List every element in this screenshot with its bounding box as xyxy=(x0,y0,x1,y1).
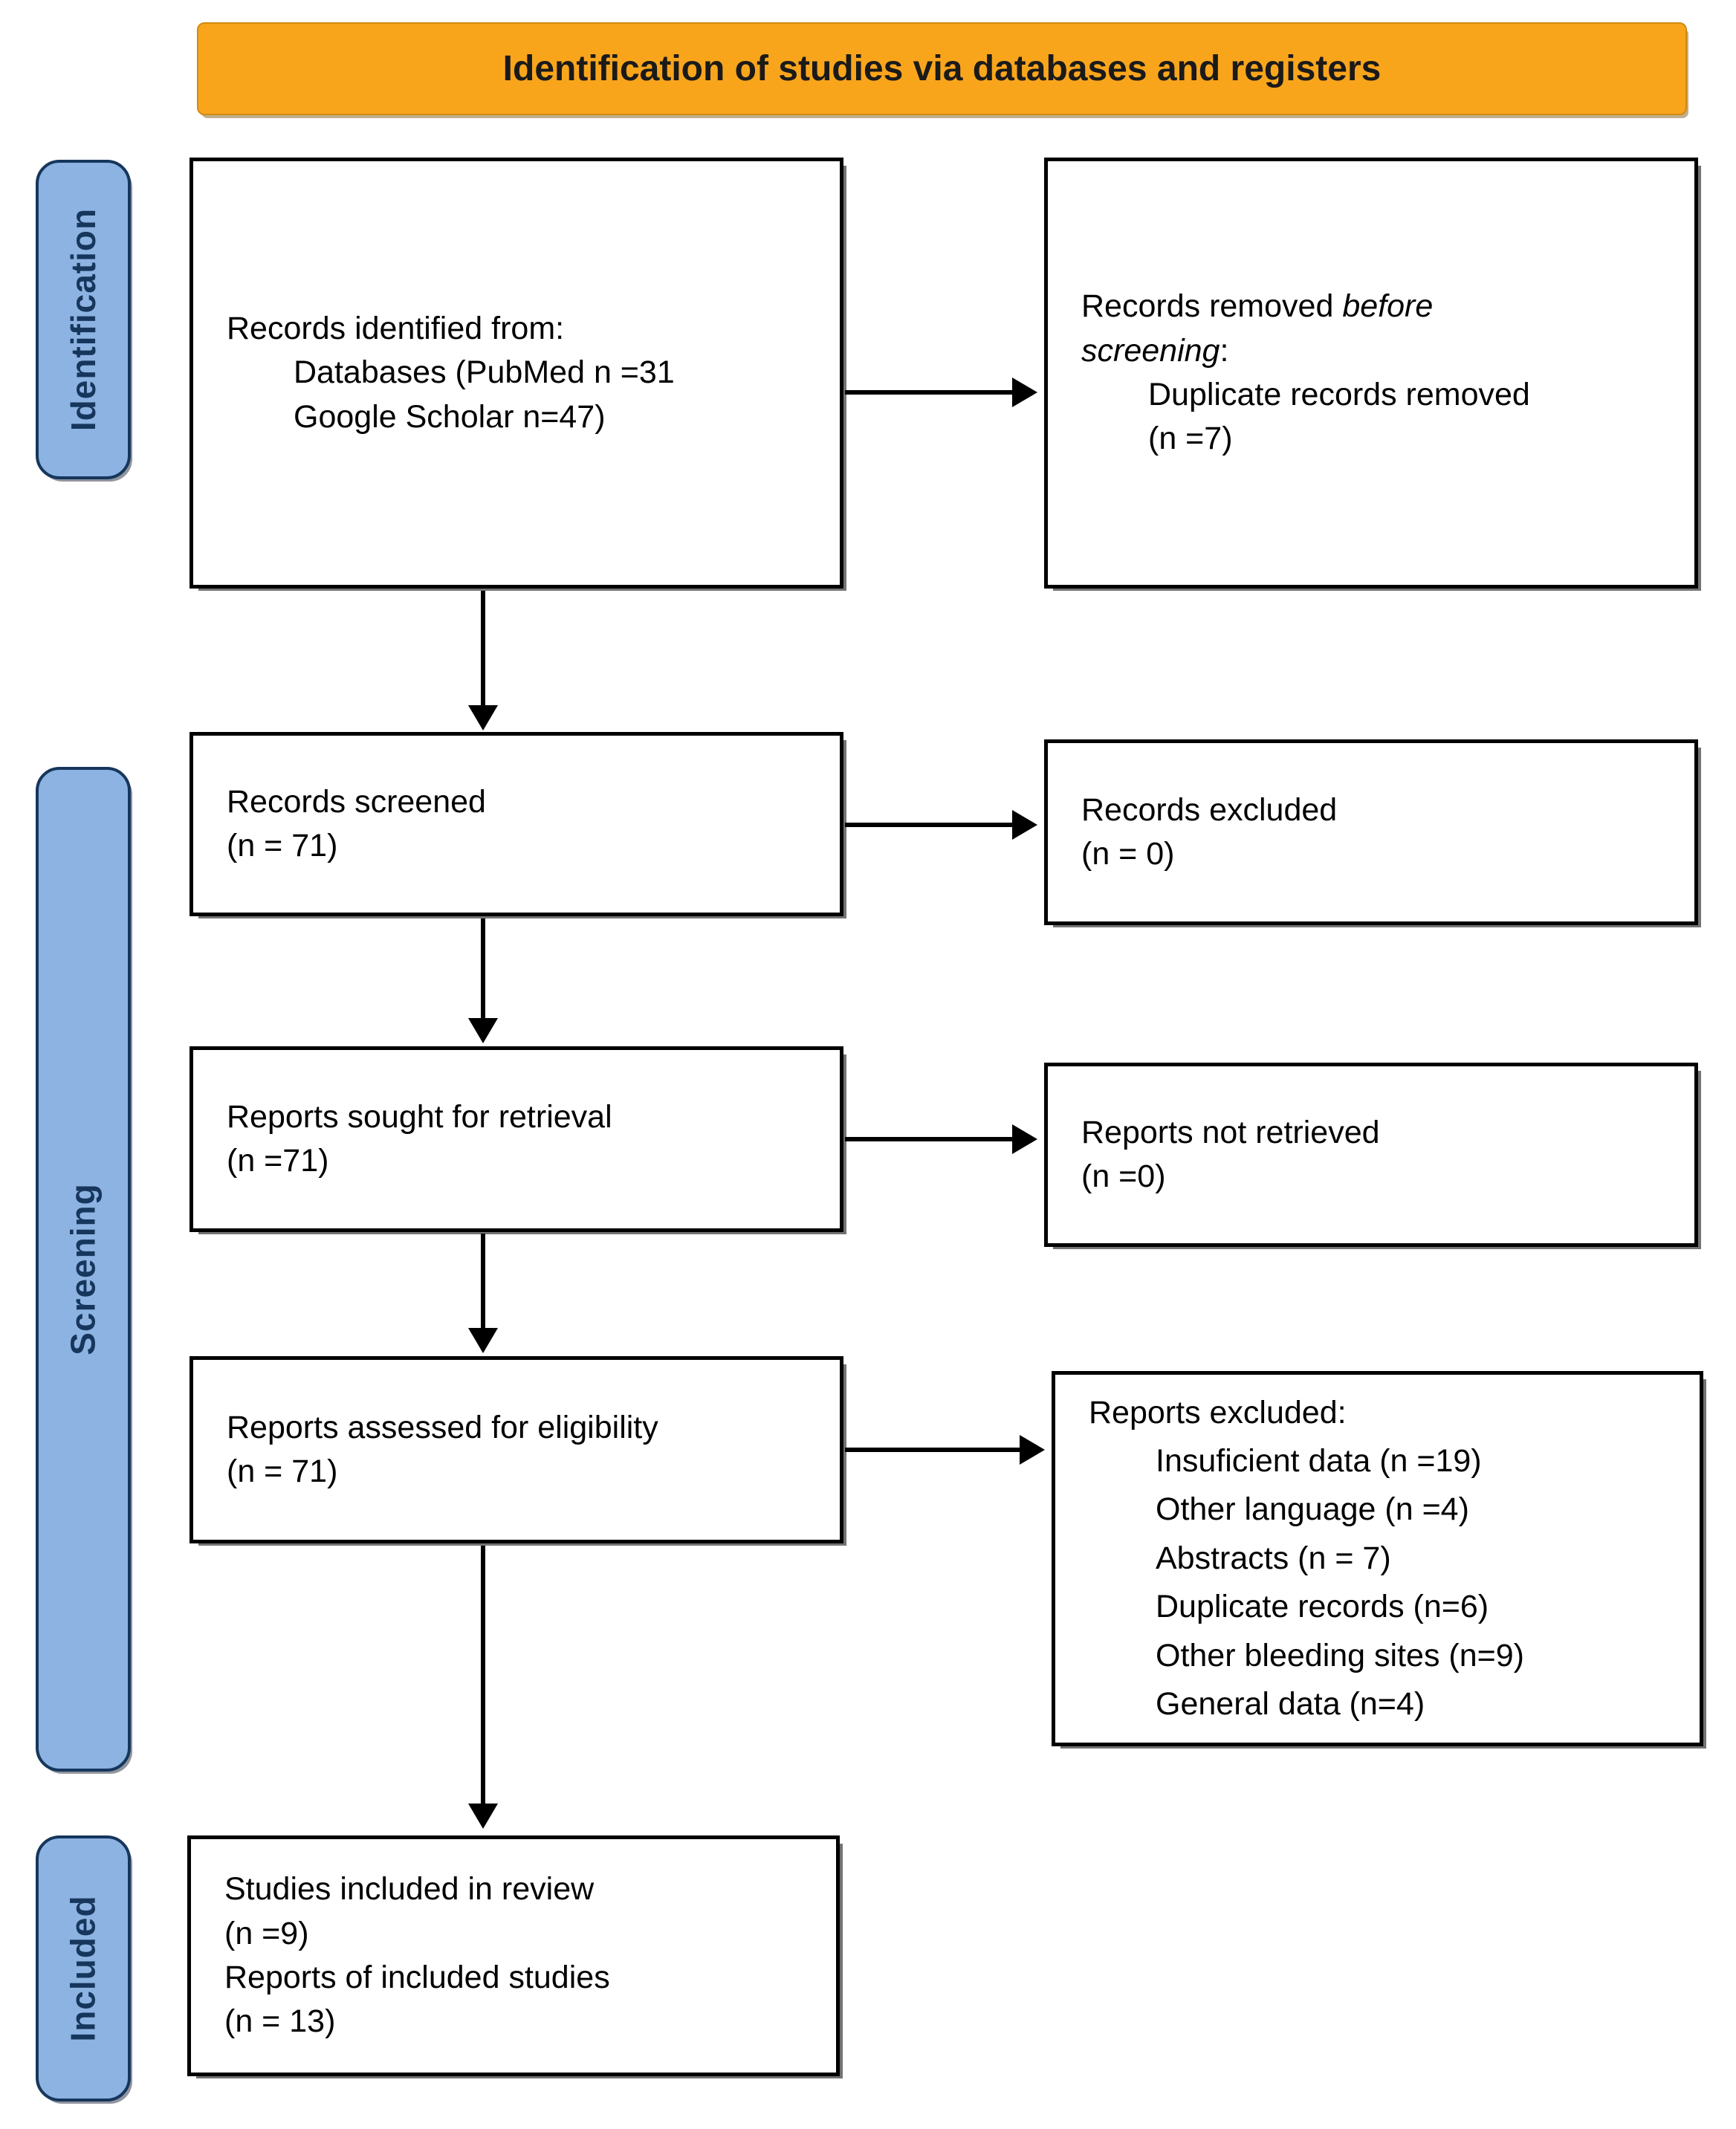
arrow-down-icon xyxy=(468,1018,498,1043)
text-line: Records excluded xyxy=(1081,791,1338,828)
box-records-excluded: Records excluded (n = 0) xyxy=(1044,739,1698,925)
diagram-title: Identification of studies via databases … xyxy=(502,49,1382,88)
exclusion-reason: Insuficient data (n =19) xyxy=(1156,1443,1482,1480)
text-line: Reports not retrieved xyxy=(1081,1114,1380,1150)
exclusion-reason: Abstracts (n = 7) xyxy=(1156,1540,1391,1576)
text-line: (n =9) xyxy=(224,1915,309,1951)
text-line: (n =0) xyxy=(1081,1159,1166,1194)
stage-label-screening: Screening xyxy=(36,767,131,1772)
text-line: Reports sought for retrieval xyxy=(227,1098,612,1135)
arrow-right-icon xyxy=(1020,1435,1045,1465)
box-records-identified: Records identified from: Databases (PubM… xyxy=(190,158,843,589)
arrow-right-icon xyxy=(1012,377,1037,407)
text-line: screening: xyxy=(1081,329,1674,373)
text-line: Duplicate records removed xyxy=(1148,377,1530,412)
arrow-identified-to-removed xyxy=(845,377,1037,407)
exclusion-reason: Other bleeding sites (n=9) xyxy=(1156,1637,1524,1673)
arrow-right-icon xyxy=(1012,1124,1037,1154)
text-line: Databases (PubMed n =31 xyxy=(294,354,675,391)
exclusion-reason: General data (n=4) xyxy=(1156,1685,1425,1722)
arrow-screened-to-excluded xyxy=(845,810,1037,840)
exclusion-reason: Other language (n =4) xyxy=(1156,1491,1469,1528)
text-line: (n =7) xyxy=(1148,421,1233,457)
box-studies-included-in-review: Studies included in review (n =9) Report… xyxy=(187,1835,840,2076)
arrow-assessed-to-included xyxy=(468,1546,498,1829)
stage-label-identification: Identification xyxy=(36,160,131,479)
box-reports-assessed-for-eligibility: Reports assessed for eligibility (n = 71… xyxy=(190,1356,843,1543)
text-line: Google Scholar n=47) xyxy=(294,398,606,435)
text-segment: : xyxy=(1220,332,1229,369)
text-line: (n = 0) xyxy=(1081,836,1175,872)
arrow-right-icon xyxy=(1012,810,1037,840)
arrow-sought-to-not-retrieved xyxy=(845,1124,1037,1154)
text-line: (n =71) xyxy=(227,1143,329,1179)
diagram-title-banner: Identification of studies via databases … xyxy=(197,22,1687,115)
arrow-down-icon xyxy=(468,1804,498,1829)
text-line: Reports assessed for eligibility xyxy=(227,1409,658,1445)
box-reports-not-retrieved: Reports not retrieved (n =0) xyxy=(1044,1063,1698,1247)
arrow-assessed-to-reports-excluded xyxy=(845,1435,1045,1465)
stage-label-text: Identification xyxy=(64,207,103,432)
box-reports-sought-for-retrieval: Reports sought for retrieval (n =71) xyxy=(190,1046,843,1232)
text-line: (n = 71) xyxy=(227,828,338,863)
text-line: Reports of included studies xyxy=(224,1960,610,1995)
text-line: Records identified from: xyxy=(227,311,565,346)
exclusion-reason: Duplicate records (n=6) xyxy=(1156,1589,1489,1625)
box-records-screened: Records screened (n = 71) xyxy=(190,732,843,916)
stage-label-included: Included xyxy=(36,1835,131,2102)
text-line: Reports excluded: xyxy=(1089,1394,1347,1430)
text-segment-italic: screening xyxy=(1081,332,1220,369)
text-line: Studies included in review xyxy=(224,1871,595,1908)
arrow-down-icon xyxy=(468,1328,498,1353)
text-segment-italic: before xyxy=(1342,288,1434,325)
box-reports-excluded: Reports excluded: Insuficient data (n =1… xyxy=(1052,1371,1703,1746)
text-line: (n = 71) xyxy=(227,1454,338,1489)
text-line: (n = 13) xyxy=(224,2003,336,2040)
text-segment: Records removed xyxy=(1081,288,1343,325)
text-line: Records screened xyxy=(227,783,486,820)
arrow-down-icon xyxy=(468,705,498,730)
stage-label-text: Screening xyxy=(64,1183,103,1355)
stage-label-text: Included xyxy=(64,1895,103,2042)
arrow-sought-to-assessed xyxy=(468,1234,498,1353)
text-line: Records removed before xyxy=(1081,285,1674,328)
box-records-removed-before-screening: Records removed before screening: Duplic… xyxy=(1044,158,1698,589)
arrow-identified-to-screened xyxy=(468,591,498,730)
arrow-screened-to-sought xyxy=(468,918,498,1043)
